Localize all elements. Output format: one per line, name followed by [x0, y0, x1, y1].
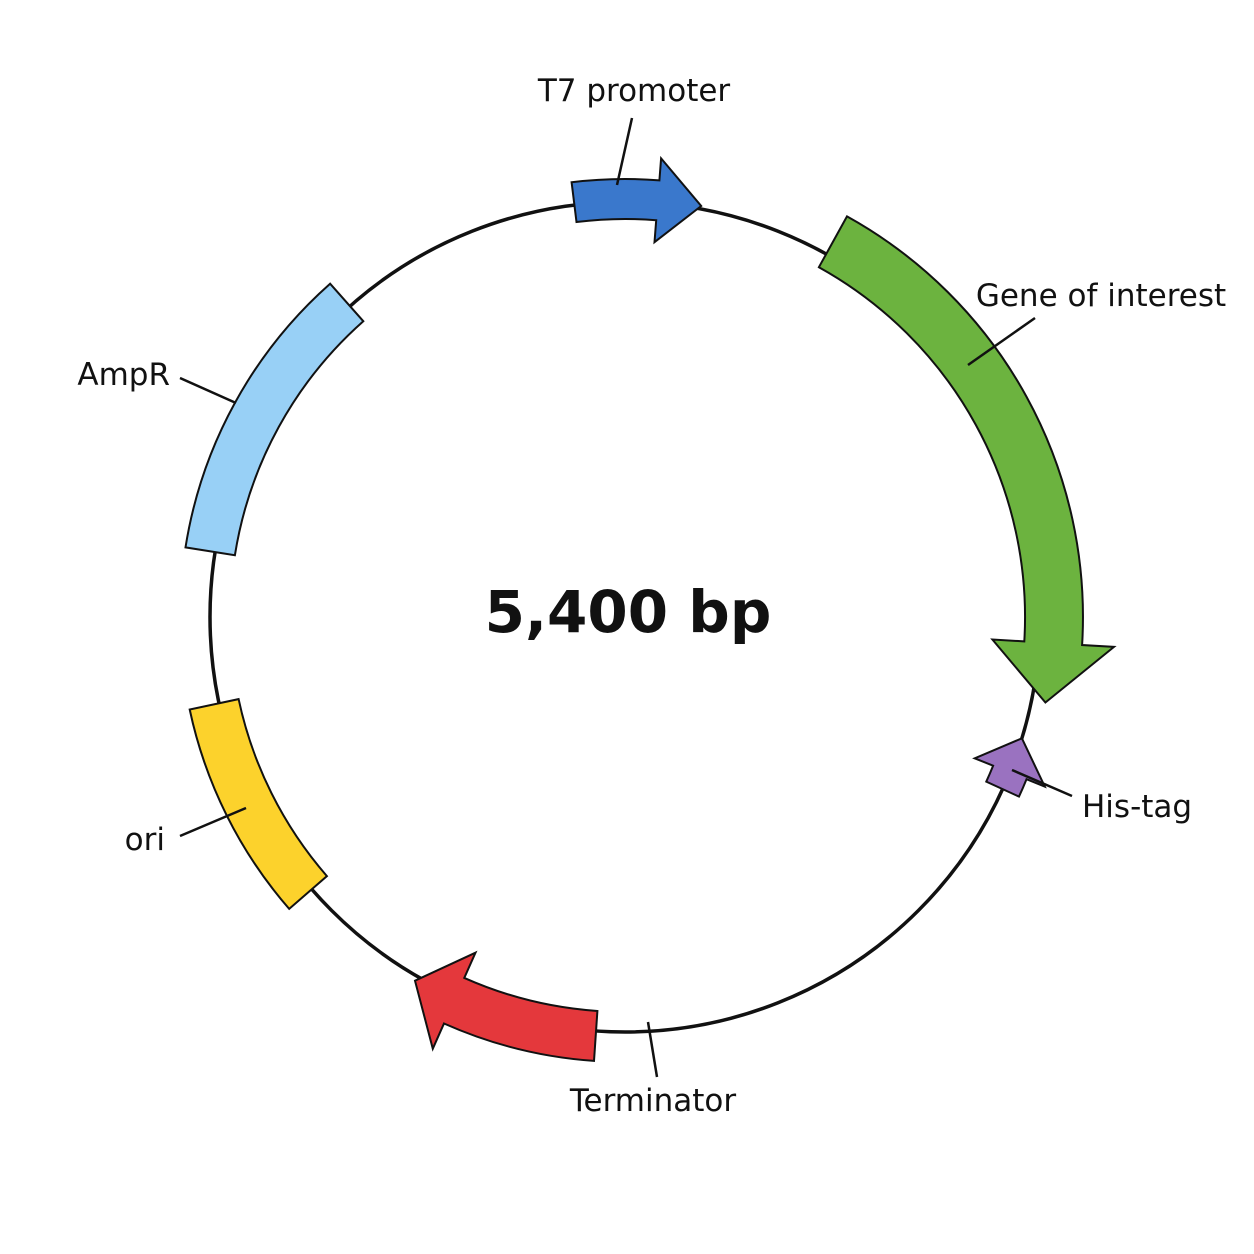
- t7-promoter-label: T7 promoter: [537, 73, 731, 109]
- terminator-arrow[interactable]: [413, 950, 599, 1062]
- terminator-leader: [646, 1021, 659, 1078]
- ori-segment[interactable]: [188, 697, 329, 911]
- gene-of-interest-leader: [967, 316, 1036, 367]
- plasmid-size-label: 5,400 bp: [485, 578, 772, 646]
- t7-promoter-leader: [615, 117, 634, 186]
- ampr-segment[interactable]: [184, 282, 365, 557]
- his-tag-arrow[interactable]: [972, 737, 1047, 798]
- gene-of-interest-arrow[interactable]: [817, 215, 1117, 704]
- ori-label: ori: [125, 822, 165, 858]
- terminator-label: Terminator: [569, 1083, 737, 1119]
- gene-of-interest-label: Gene of interest: [976, 278, 1226, 314]
- his-tag-label: His-tag: [1082, 789, 1192, 825]
- ampr-label: AmpR: [77, 357, 170, 393]
- ori-leader: [179, 806, 247, 838]
- t7-promoter-arrow[interactable]: [570, 155, 703, 245]
- ampr-leader: [179, 376, 237, 405]
- his-tag-leader: [1011, 768, 1073, 798]
